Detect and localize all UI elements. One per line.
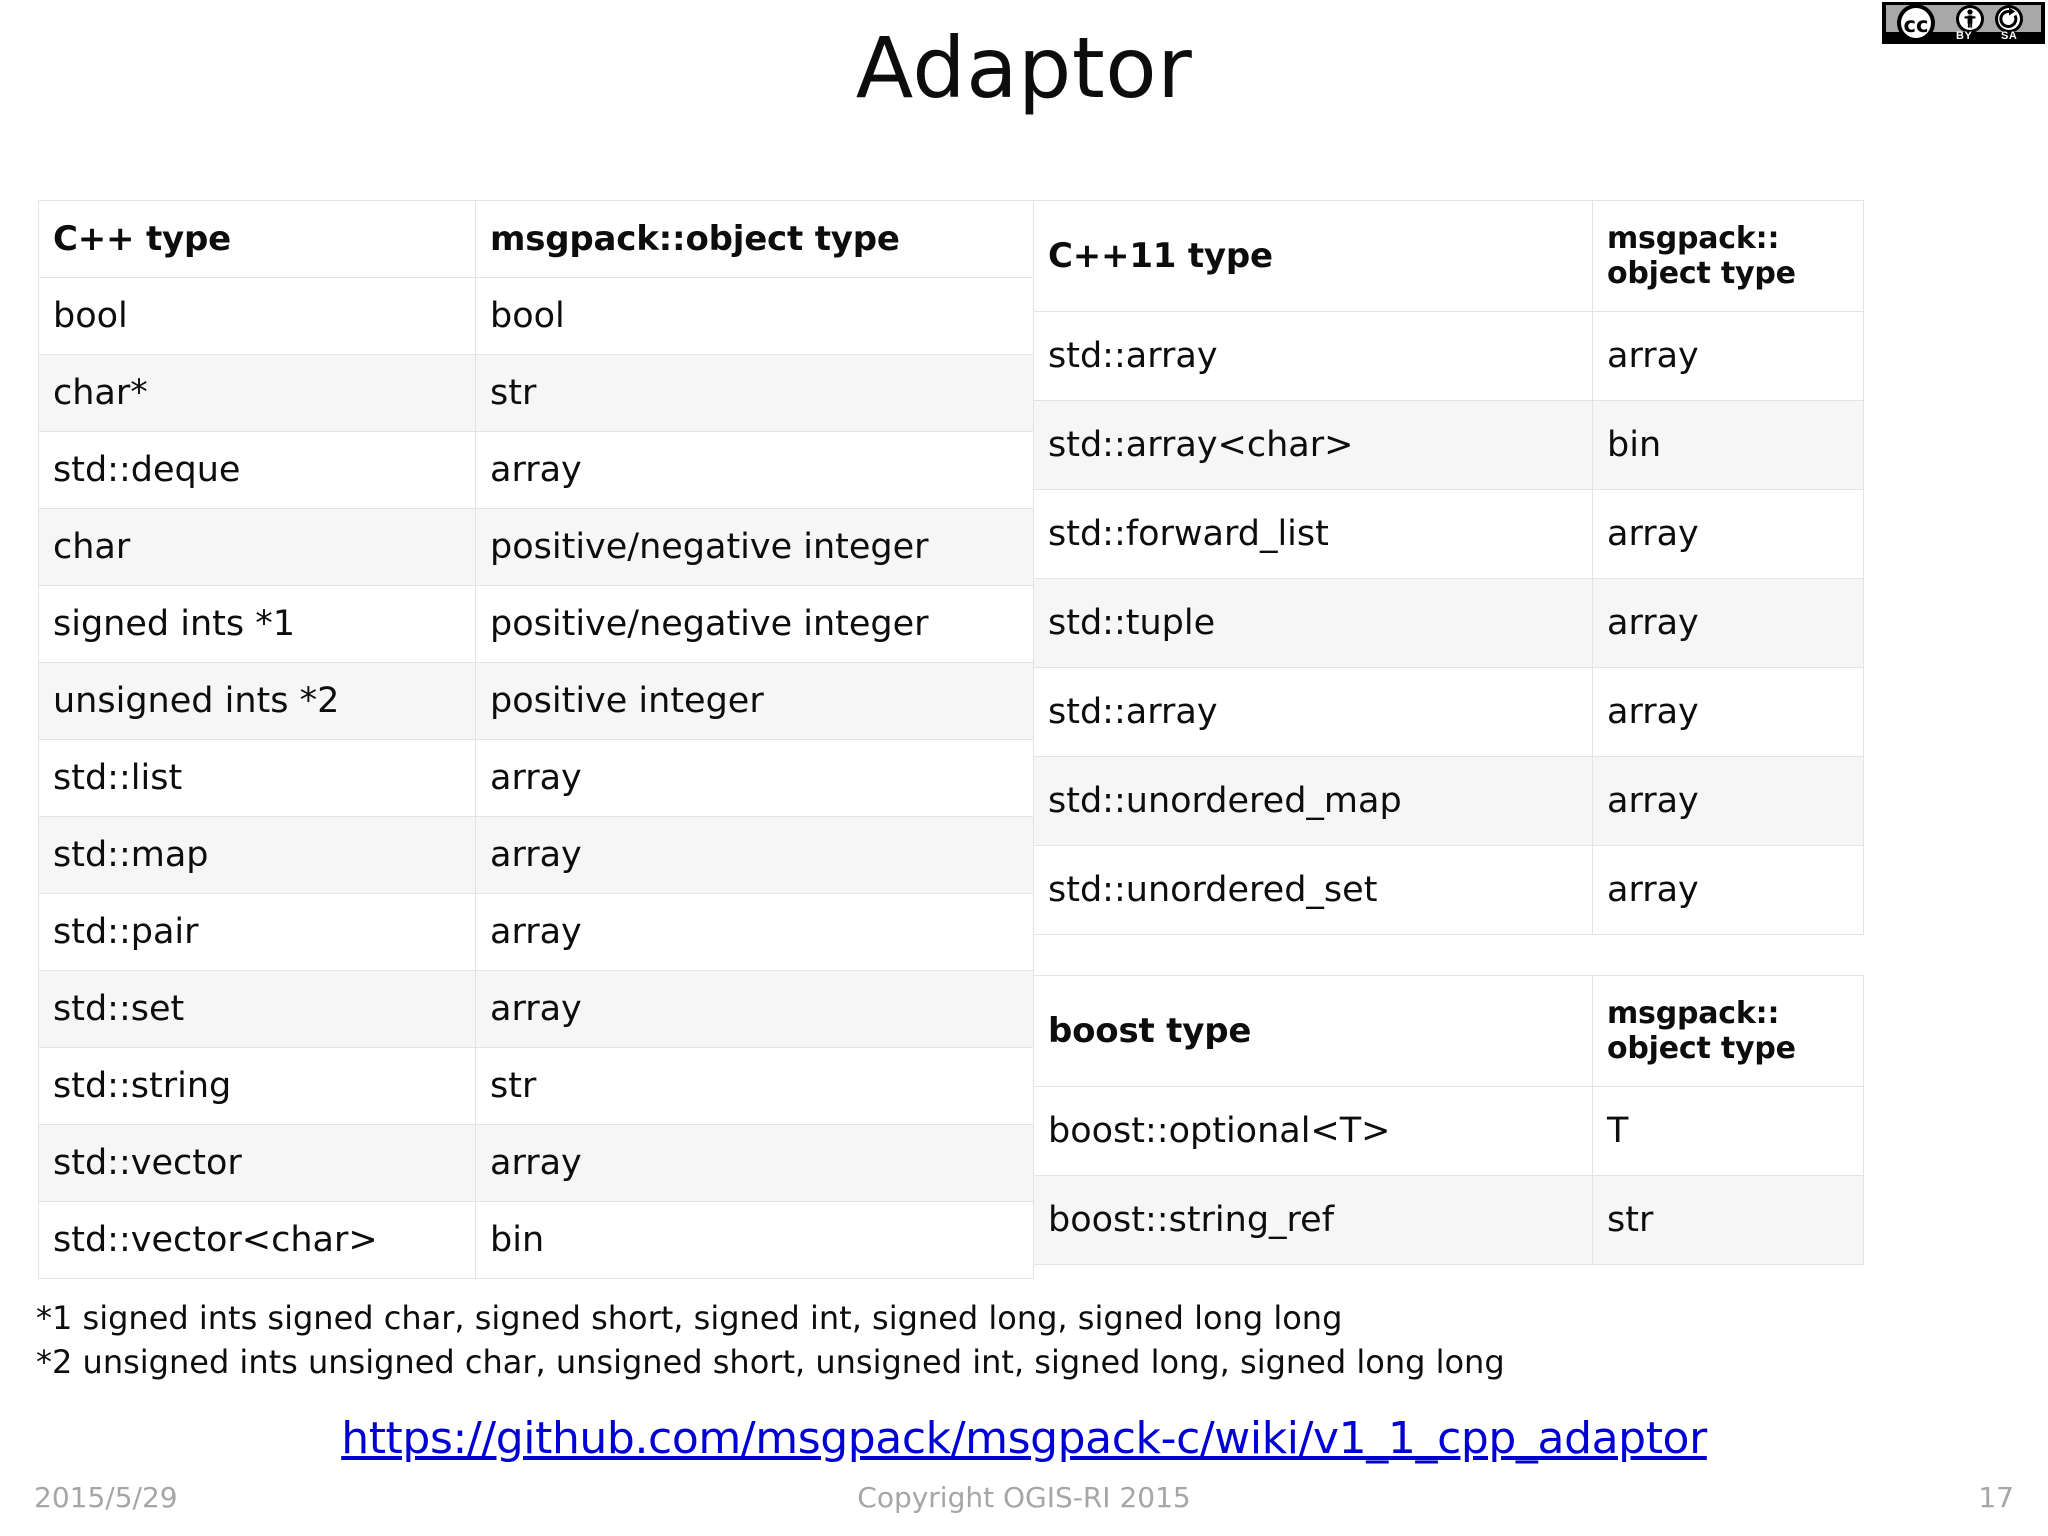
table-header-row: boost type msgpack:: object type <box>1033 975 1864 1087</box>
cell-cpp-type: char* <box>38 354 476 432</box>
cell-msgpack-type: array <box>475 431 1034 509</box>
table-row: std::list array <box>38 739 1034 817</box>
cell-msgpack-type: array <box>475 816 1034 894</box>
table-row: std::forward_list array <box>1033 489 1864 579</box>
cell-msgpack-type: str <box>475 354 1034 432</box>
cell-msgpack-type: bin <box>1592 400 1864 490</box>
badge-term-sa: SA <box>2001 30 2018 42</box>
footnote-1: *1 signed ints signed char, signed short… <box>36 1299 1343 1337</box>
cell-cpp-type: std::deque <box>38 431 476 509</box>
cc-icons: cc <box>1897 4 2023 42</box>
cell-cpp11-type: std::forward_list <box>1033 489 1593 579</box>
cell-cpp-type: char <box>38 508 476 586</box>
footnote-2: *2 unsigned ints unsigned char, unsigned… <box>36 1342 1505 1381</box>
table-row: std::unordered_map array <box>1033 756 1864 846</box>
cell-cpp-type: std::map <box>38 816 476 894</box>
footnotes: *1 signed ints signed char, signed short… <box>36 1297 1736 1384</box>
cell-cpp11-type: std::unordered_map <box>1033 756 1593 846</box>
badge-term-by: BY <box>1956 30 1973 42</box>
cell-msgpack-type: array <box>1592 489 1864 579</box>
cell-msgpack-type: str <box>1592 1175 1864 1265</box>
header-line-2: object type <box>1607 1031 1796 1066</box>
creative-commons-by-sa-badge: cc BY SA <box>1882 2 2045 44</box>
cell-cpp11-type: std::array<char> <box>1033 400 1593 490</box>
cell-msgpack-type: array <box>1592 756 1864 846</box>
table-row: char* str <box>38 354 1034 432</box>
cell-cpp11-type: std::unordered_set <box>1033 845 1593 935</box>
footer-copyright: Copyright OGIS-RI 2015 <box>857 1481 1191 1514</box>
cell-cpp11-type: std::array <box>1033 667 1593 757</box>
table-row: boost::optional<T> T <box>1033 1086 1864 1176</box>
boost-type-table: boost type msgpack:: object type boost::… <box>1033 975 1864 1265</box>
footer-page-number: 17 <box>1978 1481 2014 1514</box>
table-row: signed ints *1 positive/negative integer <box>38 585 1034 663</box>
table-row: std::array<char> bin <box>1033 400 1864 490</box>
cell-boost-type: boost::string_ref <box>1033 1175 1593 1265</box>
cell-cpp11-type: std::array <box>1033 311 1593 401</box>
cell-cpp-type: std::pair <box>38 893 476 971</box>
cell-msgpack-type: array <box>475 970 1034 1048</box>
column-header-cpp-type: C++ type <box>38 200 476 278</box>
cell-msgpack-type: array <box>475 1124 1034 1202</box>
table-header-row: C++ type msgpack::object type <box>38 200 1034 278</box>
column-header-boost-type: boost type <box>1033 975 1593 1087</box>
cell-msgpack-type: array <box>1592 667 1864 757</box>
cell-cpp-type: signed ints *1 <box>38 585 476 663</box>
table-row: char positive/negative integer <box>38 508 1034 586</box>
table-row: unsigned ints *2 positive integer <box>38 662 1034 740</box>
table-row: std::pair array <box>38 893 1034 971</box>
wiki-adaptor-link[interactable]: https://github.com/msgpack/msgpack-c/wik… <box>341 1413 1707 1464</box>
cell-cpp-type: unsigned ints *2 <box>38 662 476 740</box>
column-header-msgpack-object-type: msgpack::object type <box>475 200 1034 278</box>
table-row: std::array array <box>1033 311 1864 401</box>
column-header-msgpack-object-type: msgpack:: object type <box>1592 200 1864 312</box>
footer-date: 2015/5/29 <box>34 1481 178 1514</box>
cell-msgpack-type: T <box>1592 1086 1864 1176</box>
table-row: boost::string_ref str <box>1033 1175 1864 1265</box>
cell-cpp-type: std::string <box>38 1047 476 1125</box>
header-line-1: msgpack:: <box>1607 220 1780 256</box>
table-row: std::string str <box>38 1047 1034 1125</box>
cell-cpp-type: std::set <box>38 970 476 1048</box>
cell-msgpack-type: str <box>475 1047 1034 1125</box>
table-row: bool bool <box>38 277 1034 355</box>
table-row: std::map array <box>38 816 1034 894</box>
cpp-type-table: C++ type msgpack::object type bool bool … <box>38 200 1034 1279</box>
svg-text:cc: cc <box>1904 13 1929 37</box>
cell-boost-type: boost::optional<T> <box>1033 1086 1593 1176</box>
cell-cpp-type: std::vector <box>38 1124 476 1202</box>
cell-msgpack-type: positive/negative integer <box>475 508 1034 586</box>
header-line-1: msgpack:: <box>1607 995 1780 1031</box>
table-row: std::array array <box>1033 667 1864 757</box>
cell-msgpack-type: array <box>475 739 1034 817</box>
cell-msgpack-type: bin <box>475 1201 1034 1279</box>
table-row: std::tuple array <box>1033 578 1864 668</box>
cpp11-type-table: C++11 type msgpack:: object type std::ar… <box>1033 200 1864 935</box>
cell-msgpack-type: array <box>1592 578 1864 668</box>
cell-cpp-type: std::vector<char> <box>38 1201 476 1279</box>
badge-terms: BY SA <box>1882 30 2045 44</box>
table-row: std::deque array <box>38 431 1034 509</box>
header-line-2: object type <box>1607 256 1796 291</box>
cell-cpp-type: bool <box>38 277 476 355</box>
table-row: std::vector<char> bin <box>38 1201 1034 1279</box>
page-title: Adaptor <box>855 19 1193 117</box>
table-row: std::vector array <box>38 1124 1034 1202</box>
cell-msgpack-type: array <box>475 893 1034 971</box>
cell-msgpack-type: positive integer <box>475 662 1034 740</box>
cell-cpp-type: std::list <box>38 739 476 817</box>
column-header-cpp11-type: C++11 type <box>1033 200 1593 312</box>
cell-msgpack-type: array <box>1592 311 1864 401</box>
cell-cpp11-type: std::tuple <box>1033 578 1593 668</box>
table-header-row: C++11 type msgpack:: object type <box>1033 200 1864 312</box>
cell-msgpack-type: bool <box>475 277 1034 355</box>
column-header-msgpack-object-type: msgpack:: object type <box>1592 975 1864 1087</box>
table-row: std::unordered_set array <box>1033 845 1864 935</box>
table-row: std::set array <box>38 970 1034 1048</box>
cell-msgpack-type: array <box>1592 845 1864 935</box>
cell-msgpack-type: positive/negative integer <box>475 585 1034 663</box>
